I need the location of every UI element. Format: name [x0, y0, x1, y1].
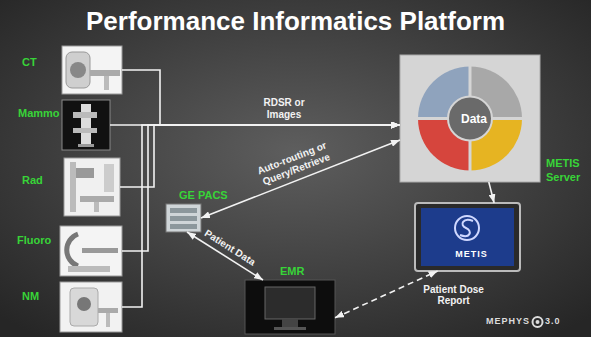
node-label: GE PACS — [179, 189, 228, 202]
graphic-part — [265, 287, 315, 319]
ct-scanner-picture — [62, 46, 122, 94]
edge-label: Auto-routing or Query/Retrieve — [251, 138, 338, 190]
node-label: Data — [400, 111, 548, 125]
emr-box: EMR — [245, 280, 335, 334]
graphic-part — [94, 202, 99, 212]
graphic-part — [67, 234, 78, 266]
graphic-part — [73, 128, 97, 133]
graphic-part — [536, 320, 540, 324]
node-label: Rad — [22, 174, 43, 187]
edge-label: RDSR or Images — [246, 97, 322, 120]
edge-label: Patient Dose Report — [422, 284, 486, 307]
graphic-part — [166, 204, 201, 232]
metis-monitor-picture — [415, 203, 520, 271]
graphic-part — [415, 203, 520, 271]
server-caption: METIS Server — [546, 157, 586, 185]
radiography-room-picture — [64, 158, 120, 216]
graphic-part — [78, 144, 94, 147]
graphic-part — [62, 46, 122, 94]
logo-circle — [533, 317, 543, 327]
graphic-part — [90, 70, 120, 76]
data-wheel-box: Data — [400, 55, 548, 182]
fluoroscopy-c-arm-picture — [60, 226, 122, 276]
device-box: Mammo — [62, 100, 110, 150]
graphic-part — [70, 162, 76, 212]
graphic-part — [170, 224, 197, 229]
node-label: METIS — [415, 249, 528, 260]
graphic-part — [104, 76, 109, 90]
graphic-part — [282, 319, 298, 327]
logo-text: MEPHYS — [486, 316, 530, 327]
graphic-part — [70, 62, 86, 78]
node-label: NM — [22, 290, 39, 303]
graphic-part — [60, 226, 122, 276]
graphic-part — [80, 196, 114, 202]
metis-monitor-box: METIS — [415, 203, 528, 271]
connector-arrow — [122, 125, 400, 251]
device-box: CT — [62, 46, 122, 94]
graphic-part — [106, 313, 110, 327]
graphic-part — [76, 168, 94, 178]
graphic-part — [62, 100, 110, 150]
graphic-part — [104, 164, 114, 192]
graphic-part — [82, 248, 118, 253]
node-label: EMR — [280, 265, 304, 278]
node-label: Fluoro — [17, 234, 51, 247]
graphic-part — [455, 216, 479, 240]
edge-label: Patient Data — [193, 221, 267, 273]
nuclear-medicine-camera-picture — [60, 282, 122, 332]
graphic-part — [81, 104, 91, 146]
graphic-part — [77, 297, 91, 311]
device-box: NM — [60, 282, 122, 332]
emr-computer-picture — [245, 280, 335, 334]
graphic-part — [460, 220, 473, 236]
graphic-part — [60, 282, 122, 332]
node-label: Mammo — [18, 107, 60, 120]
graphic-part — [68, 266, 110, 272]
device-box: Fluoro — [60, 226, 122, 276]
graphic-part — [73, 112, 97, 118]
connector-arrow — [335, 271, 438, 318]
graphic-part — [64, 158, 120, 216]
graphic-part — [98, 308, 118, 313]
connector-arrow — [122, 70, 400, 125]
pacs-box: GE PACS — [166, 204, 201, 232]
graphic-part — [170, 208, 197, 213]
title-bar: Performance Informatics Platform — [0, 5, 591, 41]
graphic-part — [245, 280, 335, 334]
mammography-unit-picture — [62, 100, 110, 150]
graphic-part — [274, 327, 306, 330]
graphic-part — [66, 52, 90, 88]
graphic-part — [170, 216, 197, 221]
node-label: CT — [22, 56, 37, 69]
graphic-part — [70, 288, 98, 326]
logo-version: 3.0 — [545, 316, 561, 327]
device-box: Rad — [64, 158, 120, 216]
connector-arrow — [489, 182, 494, 203]
connector-arrow — [122, 125, 400, 307]
title-text: Performance Informatics Platform — [86, 6, 505, 36]
pacs-server-picture — [166, 204, 201, 232]
graphic-part — [533, 317, 543, 327]
